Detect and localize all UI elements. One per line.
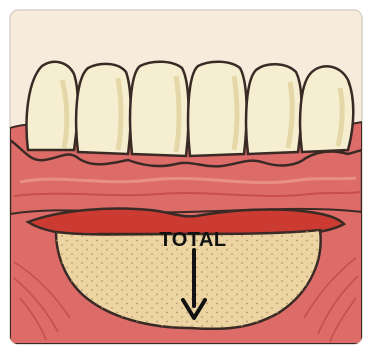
total-label: TOTAL [159,229,226,251]
tooth-6 [300,66,353,152]
